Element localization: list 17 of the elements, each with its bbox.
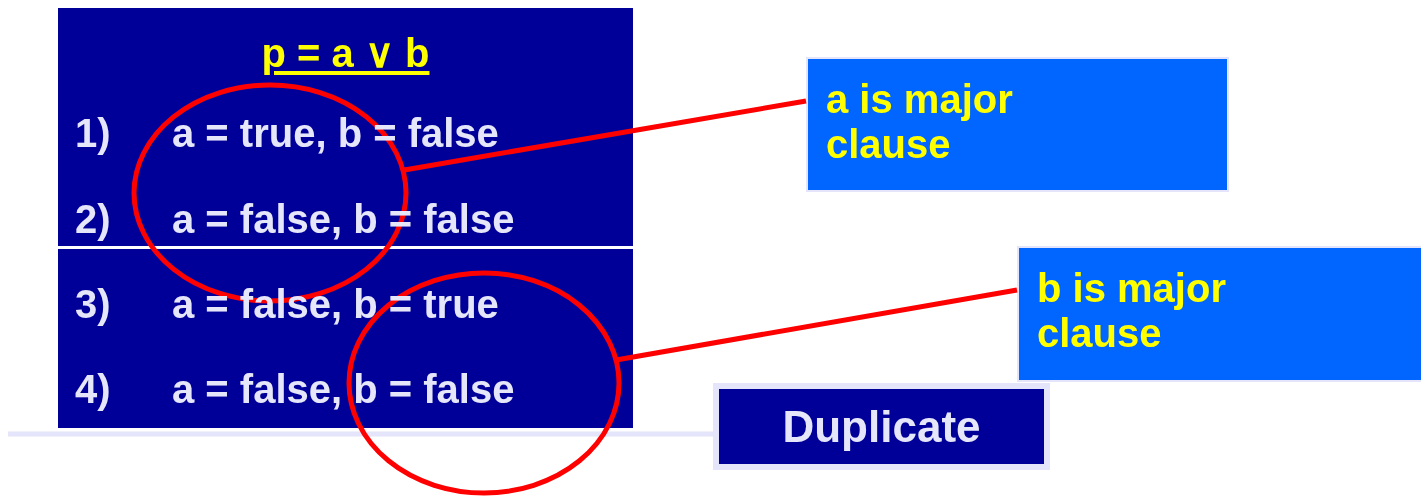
row-number: 4) <box>75 366 111 412</box>
assignment-text: a = false, b = false <box>172 366 515 412</box>
truth-table-panel <box>58 8 633 428</box>
callout-text: Duplicate <box>782 401 981 452</box>
leader-line <box>615 287 1018 363</box>
row-number: 1) <box>75 110 111 156</box>
callout-box <box>1017 246 1421 382</box>
formula-title: p = a ∨ b <box>260 30 431 76</box>
row-number: 2) <box>75 196 111 242</box>
underline-rule <box>8 431 713 437</box>
callout-text: b is major clause <box>1037 266 1227 356</box>
callout-text: a is major clause <box>826 77 1014 167</box>
callout-box <box>806 57 1229 192</box>
highlight-ellipse <box>346 270 622 496</box>
row-number: 3) <box>75 281 111 327</box>
leader-line <box>402 98 807 173</box>
result-box <box>713 383 1050 470</box>
